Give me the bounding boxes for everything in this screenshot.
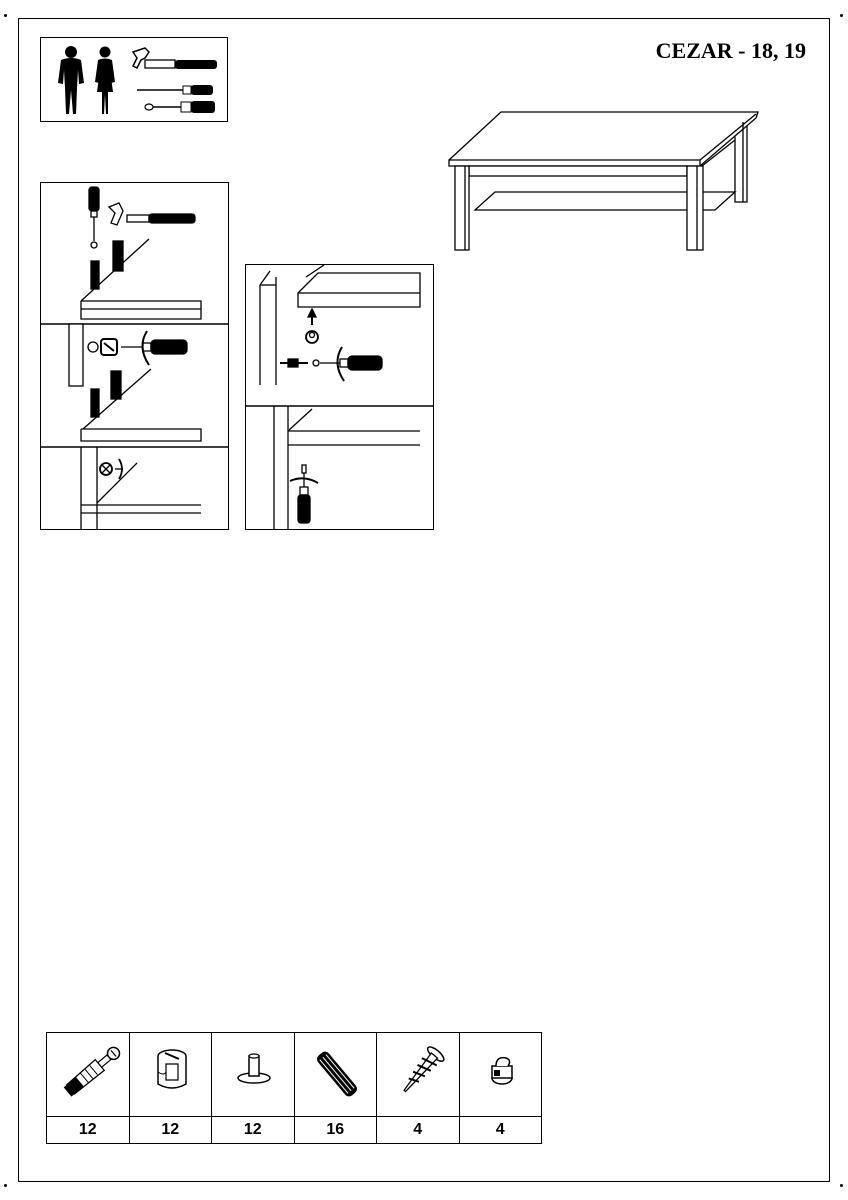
assembly-step-panel-left [40,182,229,530]
shelf-support-icon [305,307,319,344]
hardware-cell-shelf-support [458,1032,542,1117]
hardware-cell-wood-dowel [293,1032,377,1117]
shelf-support-icon [490,1056,513,1085]
connector-bolt-icon [63,1046,121,1097]
hardware-cell-cam-pin [211,1032,295,1117]
hardware-quantity: 12 [128,1115,212,1145]
corner-mark [4,1184,7,1187]
cam-lock-icon [156,1049,187,1089]
screwdriver-icon [137,85,213,95]
person-silhouette-icon [58,46,84,114]
connector-bolt-icon [280,358,320,368]
corner-mark [840,1184,843,1187]
hammer-icon [131,47,217,70]
hammer-icon [107,202,196,226]
corner-mark [840,14,843,17]
page-frame [18,18,830,1182]
screwdriver-icon [289,464,319,524]
screwdriver-icon [88,186,100,249]
cam-pin-icon [237,1053,271,1084]
cam-lock-icon [99,458,123,480]
hardware-cell-connector-bolt [46,1032,130,1117]
wood-dowel-icon [316,1051,357,1097]
table-illustration [445,110,765,255]
hardware-icons-row [46,1032,542,1117]
hardware-cell-screw [376,1032,460,1117]
hardware-quantity: 16 [293,1115,377,1145]
hardware-quantity: 4 [458,1115,542,1145]
hardware-quantity-row: 12 12 12 16 4 4 [46,1115,542,1145]
wood-dowel-icon [90,240,124,290]
screwdriver-icon [121,330,188,366]
corner-mark [4,14,7,17]
document-title: CEZAR - 18, 19 [655,38,806,63]
screwdriver-icon [320,346,383,382]
wood-dowel-icon [90,370,122,418]
tools-panel [40,37,228,122]
hardware-quantity: 12 [211,1115,295,1145]
person-silhouette-icon [95,46,115,114]
hardware-quantity: 12 [46,1115,130,1145]
screwdriver-icon [144,101,215,113]
assembly-step-panel-right [245,264,434,530]
hardware-cell-cam-lock [128,1032,212,1117]
hardware-table: 12 12 12 16 4 4 [46,1032,542,1145]
screw-icon [403,1046,445,1093]
hardware-quantity: 4 [376,1115,460,1145]
cam-lock-icon [87,338,118,356]
